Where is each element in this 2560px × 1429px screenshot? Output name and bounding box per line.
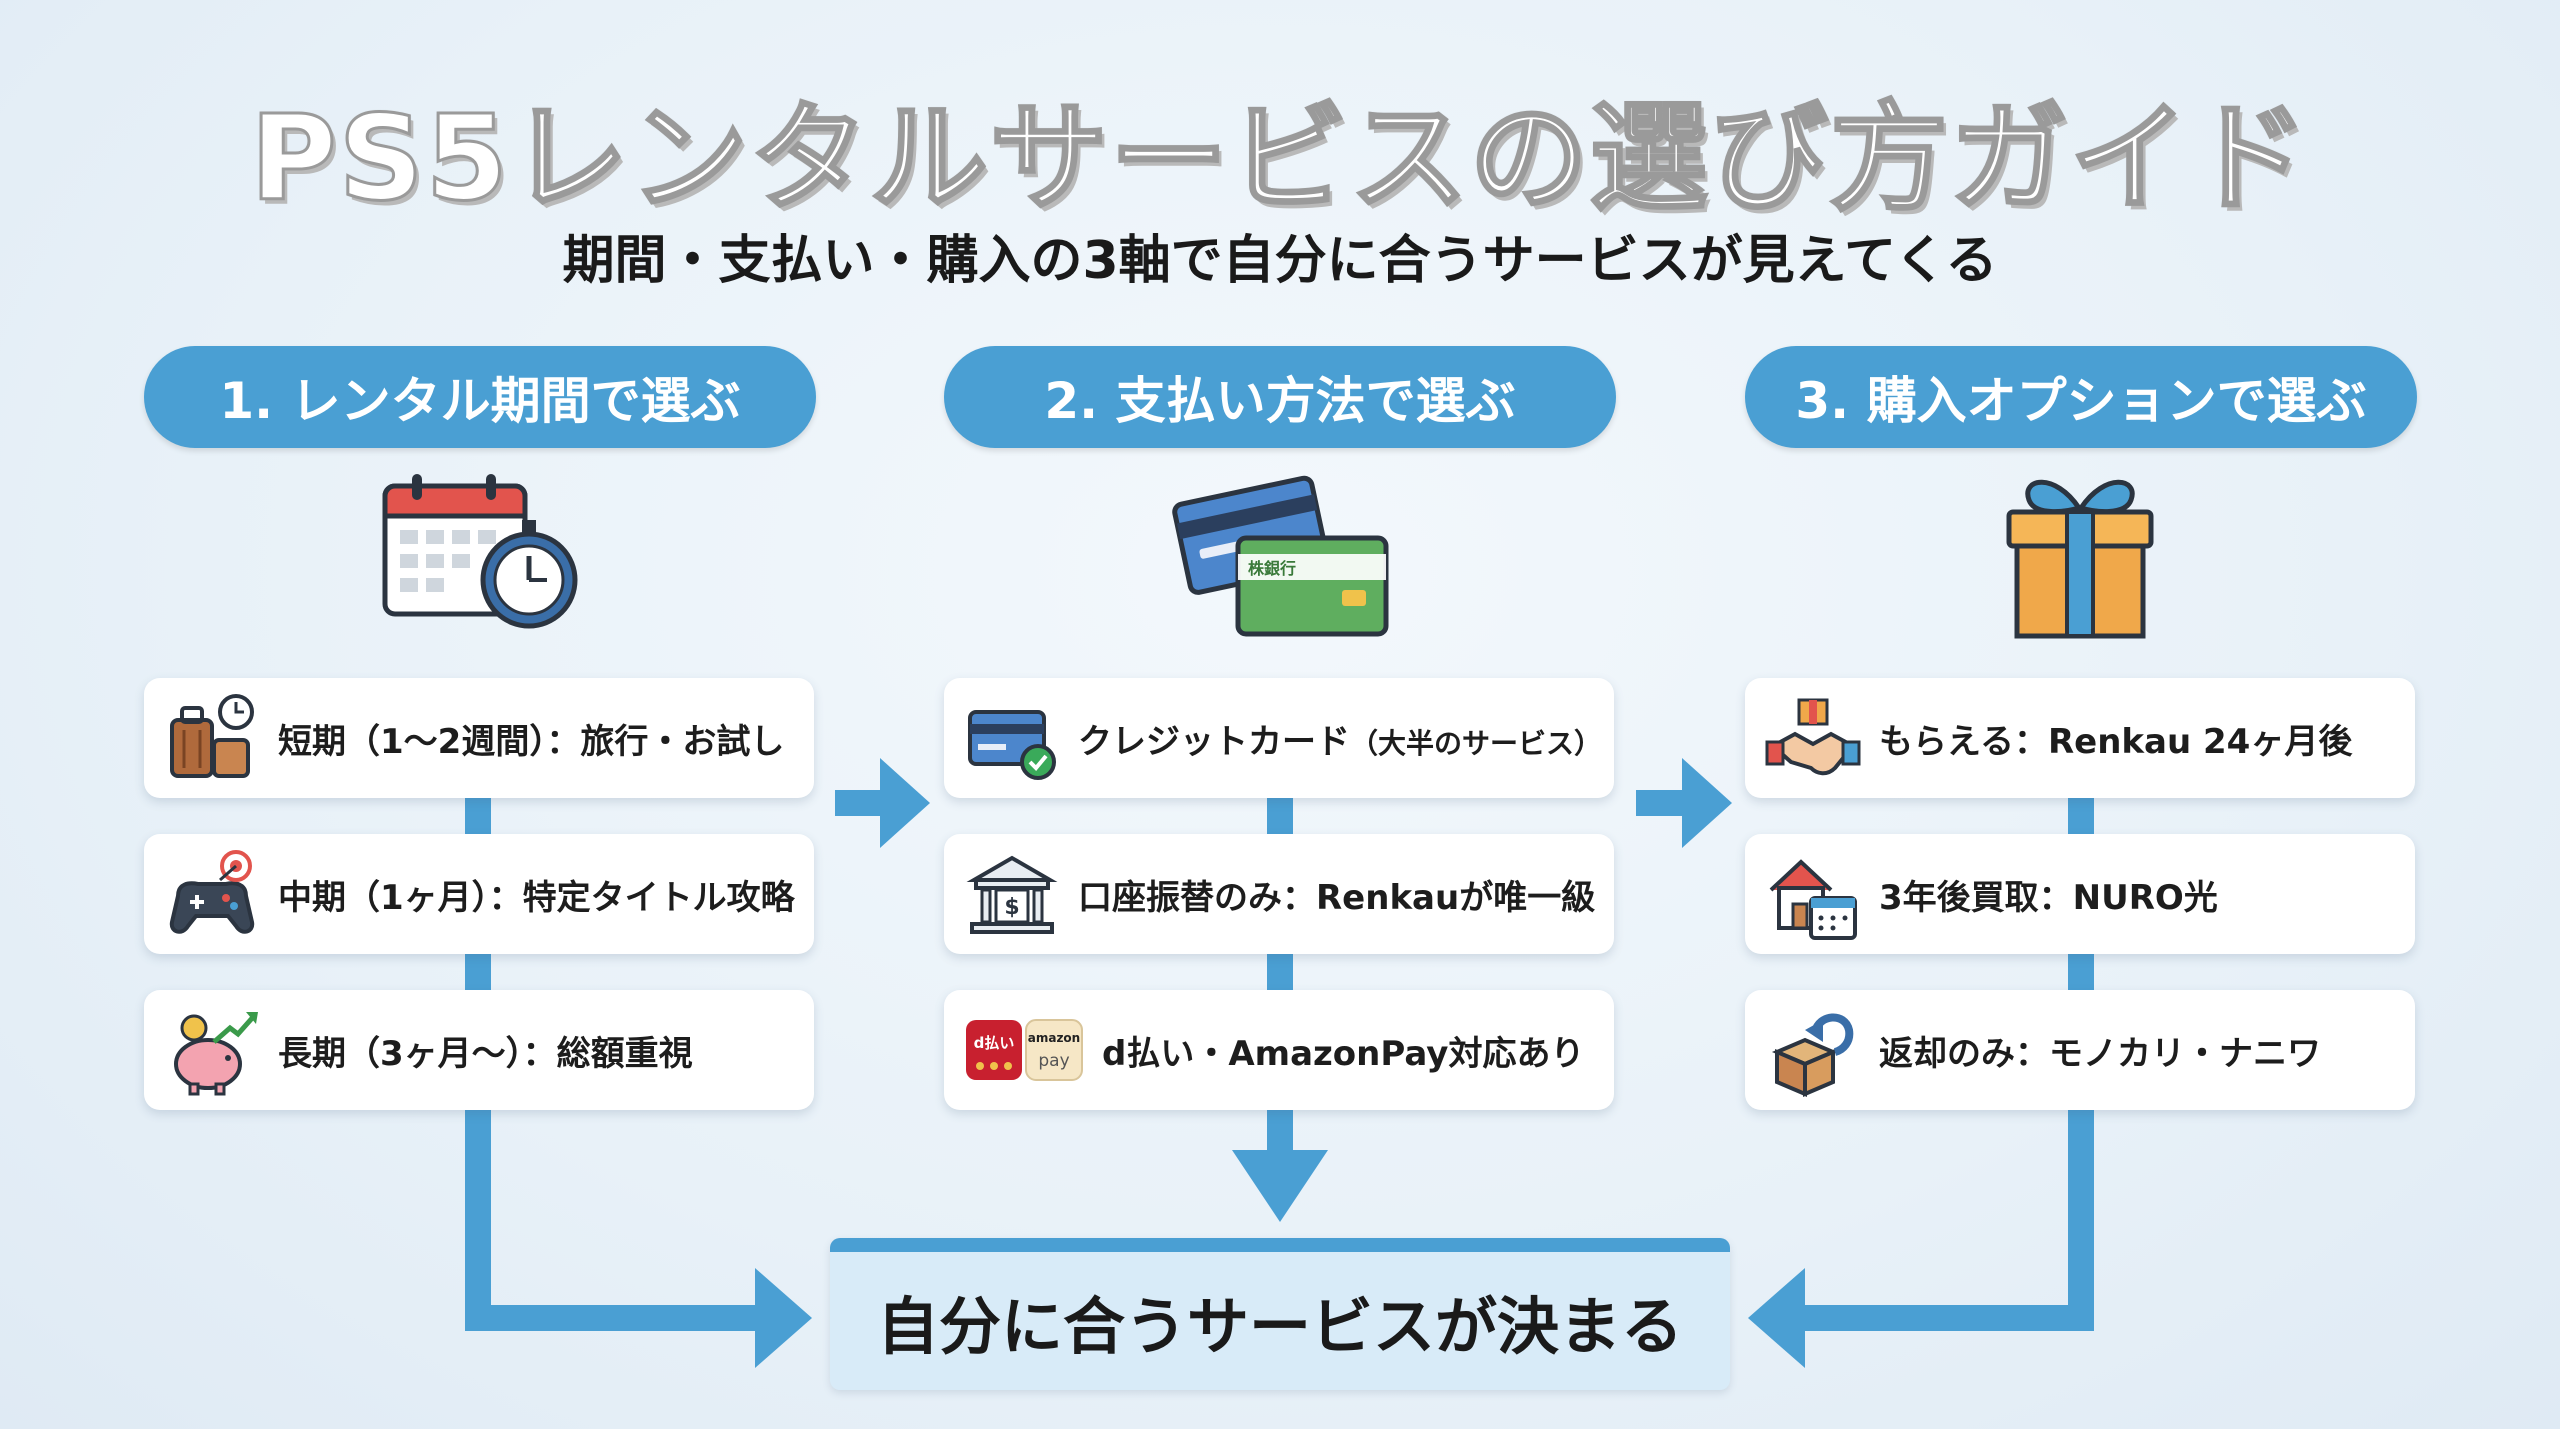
- column-3-header: 3. 購入オプションで選ぶ: [1745, 346, 2417, 448]
- arrow-head-2-to-3: [1682, 758, 1732, 848]
- column-2-item-dpay-amazonpay: d払い amazon pay d払い・AmazonPay対応あり: [944, 990, 1614, 1110]
- credit-card-check-icon: [968, 710, 1056, 780]
- item-label: 短期（1〜2週間）：旅行・お試し: [278, 721, 785, 762]
- page-title: PS5レンタルサービスの選び方ガイド: [249, 88, 2310, 229]
- item-label-main: クレジットカード: [1078, 721, 1350, 762]
- amazon-badge-text: amazon: [1028, 1031, 1080, 1045]
- arrow-head-right-to-result: [1748, 1268, 1805, 1368]
- item-label-note: （大半のサービス）: [1350, 726, 1603, 760]
- item-label: クレジットカード（大半のサービス）: [1078, 714, 1602, 763]
- luggage-clock-icon: [170, 694, 254, 778]
- item-label: 長期（3ヶ月〜）：総額重視: [278, 1033, 693, 1074]
- item-label: d払い・AmazonPay対応あり: [1102, 1033, 1585, 1074]
- box-return-icon: [1771, 1013, 1854, 1098]
- svg-text:$: $: [1004, 895, 1019, 920]
- column-1-item-mid: 中期（1ヶ月）：特定タイトル攻略: [144, 834, 814, 954]
- bank-icon: $: [966, 855, 1058, 934]
- column-1-header: 1. レンタル期間で選ぶ: [144, 346, 816, 448]
- column-3-to-result-line: [1790, 1100, 2094, 1331]
- handshake-gift-icon: [1765, 698, 1861, 776]
- calendar-stopwatch-icon: [382, 474, 578, 629]
- column-2-item-credit-card: クレジットカード（大半のサービス）: [944, 678, 1614, 798]
- gift-box-icon: [2006, 479, 2154, 639]
- arrow-head-1-to-2: [880, 758, 930, 848]
- item-label: 口座振替のみ：Renkauが唯一級: [1078, 877, 1596, 918]
- page-subtitle: 期間・支払い・購入の3軸で自分に合うサービスが見えてくる: [562, 231, 1998, 291]
- column-1-to-result-line: [465, 1100, 770, 1331]
- item-label: 3年後買取：NURO光: [1879, 877, 2218, 918]
- dpay-amazonpay-icon: d払い amazon pay: [966, 1019, 1083, 1081]
- column-2-item-bank: $ 口座振替のみ：Renkauが唯一級: [944, 834, 1614, 954]
- item-label: 返却のみ：モノカリ・ナニワ: [1879, 1033, 2321, 1074]
- result-box: 自分に合うサービスが決まる: [830, 1238, 1730, 1390]
- card-print-text: 株銀行: [1248, 559, 1296, 578]
- column-3-item-return: 返却のみ：モノカリ・ナニワ: [1745, 990, 2415, 1110]
- item-label: もらえる：Renkau 24ヶ月後: [1879, 721, 2353, 762]
- dpay-badge-text: d払い: [974, 1034, 1015, 1052]
- credit-cards-icon: 株銀行: [1172, 475, 1389, 637]
- pay-badge-text: pay: [1038, 1051, 1069, 1071]
- column-1-item-short: 短期（1〜2週間）：旅行・お試し: [144, 678, 814, 798]
- arrow-head-down-result: [1232, 1150, 1328, 1222]
- piggy-bank-icon: [174, 1012, 258, 1096]
- house-calendar-icon: [1769, 859, 1857, 940]
- gamepad-target-icon: [169, 850, 255, 934]
- column-3-item-receive: もらえる：Renkau 24ヶ月後: [1745, 678, 2415, 798]
- column-1-item-long: 長期（3ヶ月〜）：総額重視: [144, 990, 814, 1110]
- column-2-header: 2. 支払い方法で選ぶ: [944, 346, 1616, 448]
- column-3-item-buyout: 3年後買取：NURO光: [1745, 834, 2415, 954]
- item-label: 中期（1ヶ月）：特定タイトル攻略: [278, 877, 795, 918]
- arrow-head-left-to-result: [755, 1268, 812, 1368]
